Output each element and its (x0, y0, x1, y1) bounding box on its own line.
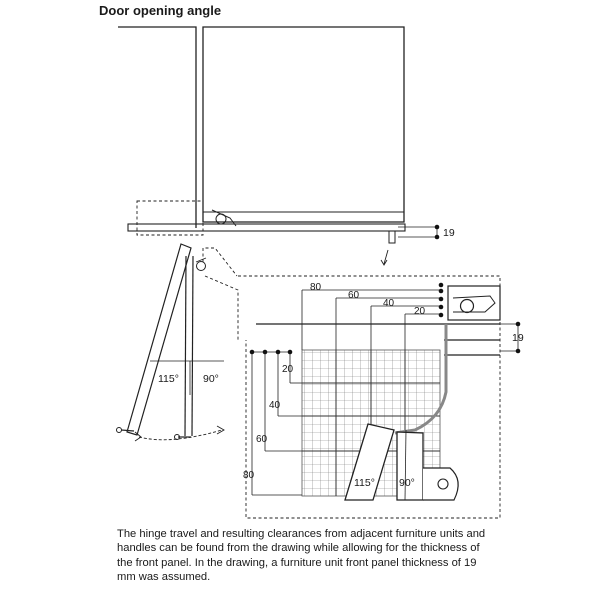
left-clearance-scale (250, 351, 302, 496)
top-scale-40: 40 (383, 298, 395, 309)
left-scale-20: 20 (282, 364, 294, 375)
door-swing-overview (116, 243, 239, 442)
right-clearance-dimension: 19 (500, 321, 524, 354)
left-scale-dots (249, 349, 293, 355)
top-scale-dots (438, 282, 444, 318)
detail-angle-90: 90° (399, 477, 415, 489)
left-scale-80: 80 (243, 470, 255, 481)
caption: The hinge travel and resulting clearance… (117, 528, 486, 583)
cabinet-overview (118, 26, 406, 266)
overview-angle-90: 90° (203, 373, 219, 385)
top-scale-60: 60 (348, 290, 360, 301)
overview-angle-115: 115° (158, 373, 179, 385)
right-clearance-label: 19 (512, 332, 524, 344)
top-scale-80: 80 (310, 282, 322, 293)
front-panel-thickness-dimension: 19 (398, 224, 455, 240)
top-clearance-scale (301, 289, 440, 350)
page-title: Door opening angle (99, 3, 222, 18)
left-scale-40: 40 (269, 400, 281, 411)
top-scale-20: 20 (414, 306, 426, 317)
left-scale-60: 60 (256, 434, 268, 445)
front-panel-thickness-label: 19 (443, 227, 455, 239)
detail-zoom (238, 275, 501, 519)
detail-angle-115: 115° (354, 477, 375, 489)
